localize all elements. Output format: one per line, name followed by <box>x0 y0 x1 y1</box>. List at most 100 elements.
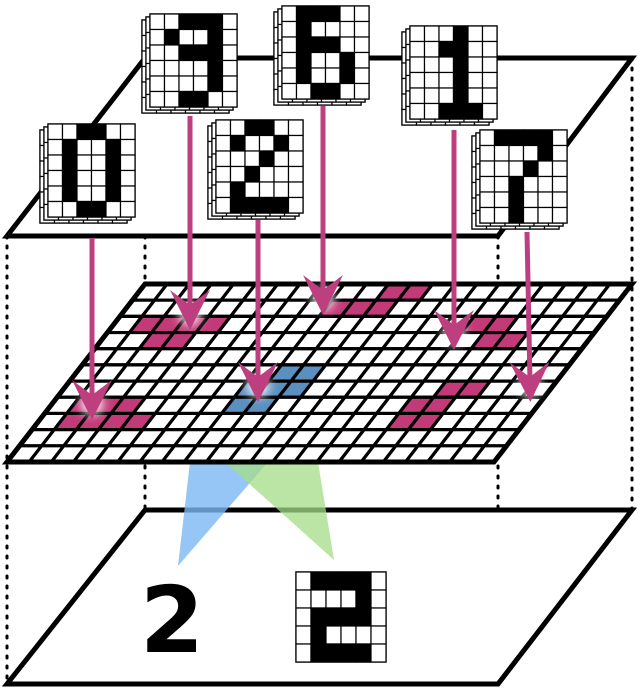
glyph-pixel <box>207 90 224 108</box>
glyph-pixel <box>221 44 238 62</box>
glyph-pixel <box>551 160 568 178</box>
glyph-pixel <box>244 134 261 152</box>
glyph-pixel <box>273 196 290 214</box>
glyph-pixel <box>340 643 357 663</box>
glyph-pixel <box>192 28 209 46</box>
glyph-pixel <box>310 82 327 100</box>
glyph-pixel <box>467 25 484 43</box>
glyph-pixel <box>90 200 107 218</box>
glyph-pixel <box>163 13 180 31</box>
glyph-pixel <box>192 44 209 62</box>
glyph-pixel <box>287 119 304 137</box>
glyph-pixel <box>467 71 484 89</box>
glyph-pixel <box>221 28 238 46</box>
glyph-pixel <box>229 119 246 137</box>
glyph-pixel <box>90 138 107 156</box>
glyph-pixel <box>178 90 195 108</box>
glyph-pixel <box>479 191 496 209</box>
glyph-pixel <box>281 51 298 69</box>
glyph-pixel <box>353 82 370 100</box>
glyph-pixel <box>105 154 122 172</box>
glyph-pixel <box>61 154 78 172</box>
glyph-pixel <box>409 25 426 43</box>
decoded-glyph-two <box>295 571 387 663</box>
green-cone <box>225 462 334 560</box>
glyph-pixel <box>76 123 93 141</box>
glyph-pixel <box>76 169 93 187</box>
glyph-pixel <box>295 36 312 54</box>
arrow-seven <box>509 231 550 402</box>
glyph-pixel <box>522 129 539 147</box>
glyph-pixel <box>324 36 341 54</box>
glyph-pixel <box>258 150 275 168</box>
glyph-pixel <box>273 134 290 152</box>
glyph-pixel <box>258 181 275 199</box>
glyph-pixel <box>522 160 539 178</box>
glyph-pixel <box>76 138 93 156</box>
glyph-pixel <box>281 5 298 23</box>
glyph-pixel <box>537 160 554 178</box>
glyph-pixel <box>438 102 455 120</box>
glyph-pixel <box>47 169 64 187</box>
glyph-pixel <box>207 59 224 77</box>
glyph-pixel <box>479 175 496 193</box>
glyph-pixel <box>273 165 290 183</box>
glyph-pixel <box>438 56 455 74</box>
glyph-pixel <box>119 138 136 156</box>
glyph-pixel <box>215 165 232 183</box>
glyph-pixel <box>325 625 342 645</box>
glyph-pixel <box>310 571 327 591</box>
glyph-pixel <box>215 196 232 214</box>
glyph-pixel <box>287 181 304 199</box>
feature-grid <box>1 281 638 465</box>
glyph-pixel <box>229 196 246 214</box>
glyph-pixel <box>339 36 356 54</box>
glyph-pixel <box>537 191 554 209</box>
glyph-pixel <box>244 196 261 214</box>
glyph-pixel <box>493 144 510 162</box>
glyph-pixel <box>324 82 341 100</box>
glyph-pixel <box>149 28 166 46</box>
glyph-pixel <box>229 150 246 168</box>
glyph-pixel <box>295 607 312 627</box>
glyph-pixel <box>324 67 341 85</box>
glyph-pixel <box>310 625 327 645</box>
glyph-pixel <box>467 56 484 74</box>
glyph-pixel <box>163 75 180 93</box>
glyph-pixel <box>508 129 525 147</box>
glyph-pixel <box>339 82 356 100</box>
glyph-pixel <box>479 206 496 224</box>
glyph-pixel <box>339 67 356 85</box>
glyph-pixel <box>423 25 440 43</box>
glyph-pixel <box>310 607 327 627</box>
glyph-pixel <box>215 150 232 168</box>
glyph-pixel <box>273 150 290 168</box>
glyph-pixel <box>324 5 341 23</box>
glyph-pixel <box>493 129 510 147</box>
glyph-pixel <box>423 40 440 58</box>
glyph-pixel <box>287 134 304 152</box>
glyph-pixel <box>149 13 166 31</box>
glyph-pixel <box>409 87 426 105</box>
glyph-pixel <box>149 44 166 62</box>
glyph-pixel <box>452 56 469 74</box>
glyph-pixel <box>324 51 341 69</box>
glyph-pixel <box>479 160 496 178</box>
glyph-pixel <box>438 87 455 105</box>
glyph-pixel <box>537 206 554 224</box>
glyph-pixel <box>215 134 232 152</box>
glyph-pixel <box>522 191 539 209</box>
glyph-pixel <box>258 196 275 214</box>
glyph-pixel <box>281 20 298 38</box>
blue-cone <box>178 462 268 566</box>
glyph-pixel <box>295 625 312 645</box>
glyph-pixel <box>295 643 312 663</box>
glyph-pixel <box>105 138 122 156</box>
glyph-pixel <box>355 643 372 663</box>
glyph-pixel <box>207 75 224 93</box>
glyph-pixel <box>295 82 312 100</box>
glyph-pixel <box>178 59 195 77</box>
glyph-pixel <box>163 28 180 46</box>
glyph-pixel <box>287 196 304 214</box>
